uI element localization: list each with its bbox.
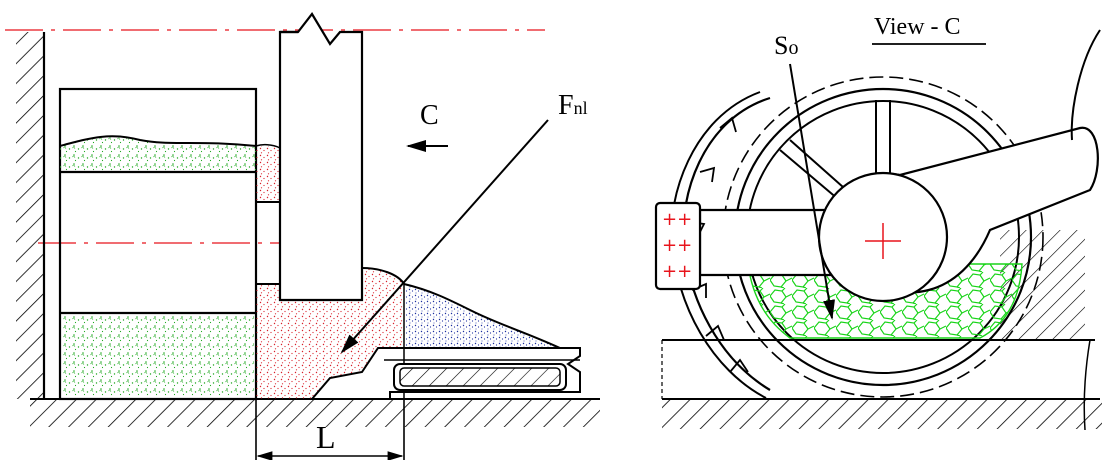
ground-hatching-right	[662, 399, 1102, 429]
ground-hatching-left	[30, 399, 600, 427]
view-title: View - C	[874, 14, 961, 40]
right-edge-curve	[1070, 29, 1101, 141]
pointer-so	[789, 63, 835, 320]
pusher-plate	[278, 12, 364, 302]
plus-marks-bottom: ++	[662, 261, 692, 282]
wall-hatching	[16, 32, 44, 399]
force-arrow-fnl	[340, 119, 549, 354]
band-teeth	[689, 116, 749, 373]
label-fnl: Fnl	[558, 90, 588, 121]
plus-marks-top: ++	[662, 209, 692, 230]
plus-marks-middle: ++	[662, 235, 692, 256]
label-c: C	[420, 100, 439, 131]
material-bottom-green	[62, 315, 254, 397]
rail-profile	[309, 347, 581, 400]
label-l: L	[316, 419, 336, 455]
hatched-block	[1000, 230, 1085, 340]
material-red-upper	[256, 146, 280, 202]
view-c: ++ ++ ++ So View - C	[654, 14, 1102, 431]
material-top-green	[60, 136, 256, 172]
label-so: So	[774, 31, 798, 60]
dimension-l	[255, 399, 405, 460]
container-box	[58, 87, 258, 401]
mount-plate	[654, 201, 702, 291]
side-view: C Fnl L	[5, 12, 600, 460]
